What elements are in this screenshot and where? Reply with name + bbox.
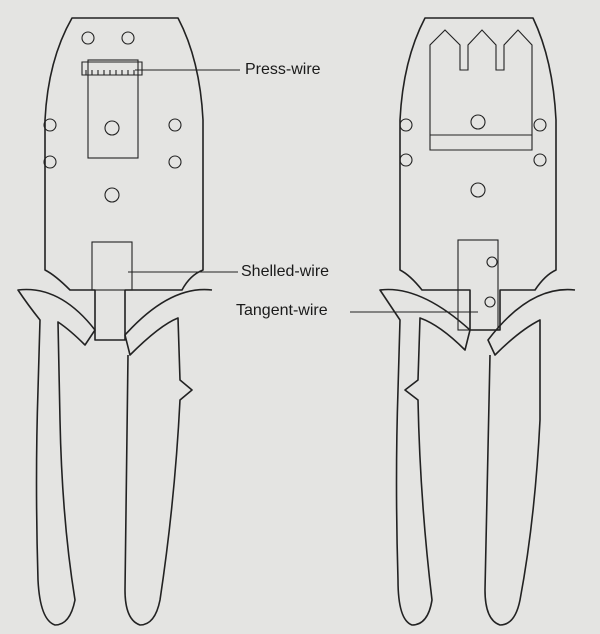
left-crimping-tool <box>17 17 213 626</box>
shelled-wire-label: Shelled-wire <box>241 263 330 280</box>
left-handle-right <box>124 288 213 626</box>
right-cutter-block <box>457 239 499 331</box>
left-handle-left <box>17 288 96 626</box>
left-press-die <box>87 59 139 159</box>
left-cutter-block <box>91 241 133 291</box>
right-handle-right <box>484 288 576 626</box>
right-handle-left <box>379 288 471 626</box>
right-rivet-holes <box>399 114 547 308</box>
left-rivet-holes <box>43 31 182 203</box>
right-press-die <box>429 29 533 151</box>
right-crimping-tool <box>379 17 576 626</box>
press-wire-label: Press-wire <box>245 61 321 78</box>
tangent-wire-label: Tangent-wire <box>236 302 328 319</box>
right-tool-head <box>399 17 557 331</box>
left-tool-head <box>44 17 204 341</box>
